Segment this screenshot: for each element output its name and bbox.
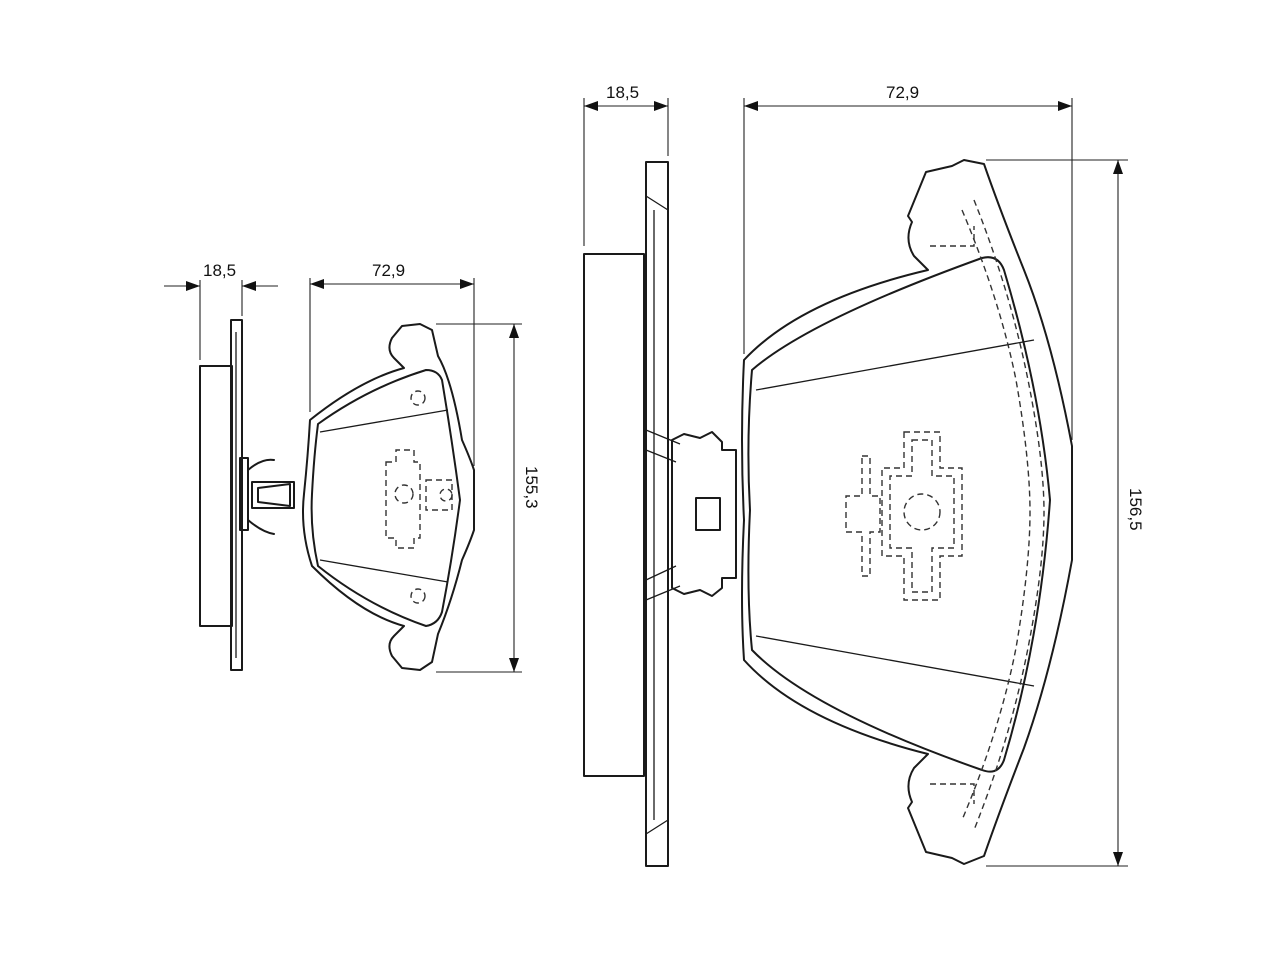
small-width-dimension: 72,9 xyxy=(309,261,475,466)
large-height-dimension: 156,5 xyxy=(986,159,1145,867)
small-pad-side-view xyxy=(199,319,295,671)
small-height-dimension: 155,3 xyxy=(436,323,541,673)
small-height-label: 155,3 xyxy=(522,466,541,509)
small-pad-front-view xyxy=(302,323,475,671)
small-thickness-label: 18,5 xyxy=(203,261,236,280)
small-width-label: 72,9 xyxy=(372,261,405,280)
small-thickness-dimension: 18,5 xyxy=(164,261,278,360)
large-height-label: 156,5 xyxy=(1126,488,1145,531)
large-pad-front-view xyxy=(741,159,1073,865)
large-width-dimension: 72,9 xyxy=(743,83,1073,440)
large-thickness-dimension: 18,5 xyxy=(583,83,669,246)
large-pad-side-view xyxy=(583,161,737,867)
large-thickness-label: 18,5 xyxy=(606,83,639,102)
large-width-label: 72,9 xyxy=(886,83,919,102)
